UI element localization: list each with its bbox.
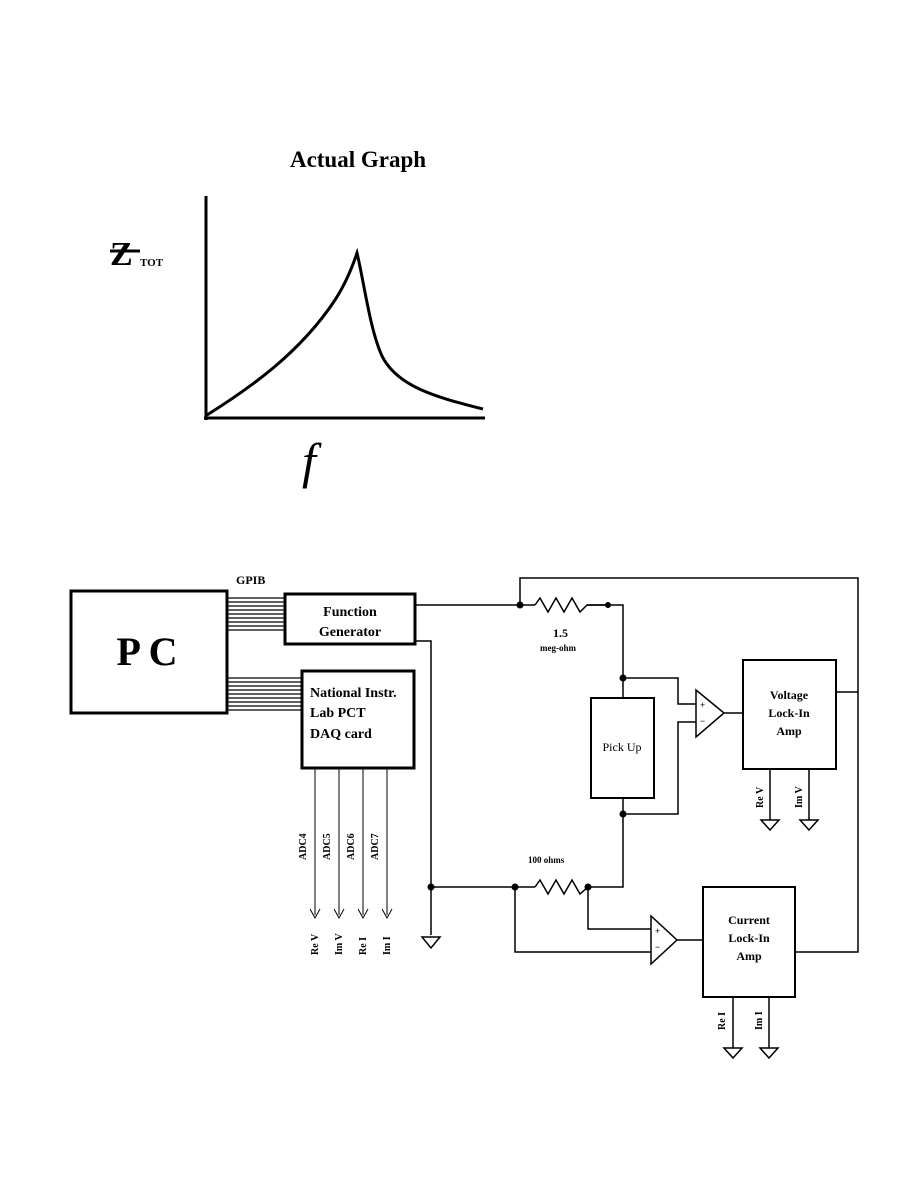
circuit-diagram: P C GPIB Function Generator bbox=[69, 573, 859, 1060]
voltage-output-re-v: Re V bbox=[755, 786, 766, 808]
resistor-bottom-label: 100 ohms bbox=[528, 855, 565, 865]
ground-im-v-icon bbox=[798, 819, 820, 832]
graph-curve bbox=[206, 247, 484, 417]
resistor-top-value: 1.5 bbox=[553, 626, 568, 640]
voltage-lockin-box bbox=[742, 659, 837, 770]
pickup-box bbox=[590, 697, 655, 799]
daq-card-label-2: Lab PCT bbox=[310, 706, 366, 721]
circuit-wires bbox=[415, 577, 859, 1048]
pickup-label: Pick Up bbox=[603, 740, 642, 754]
voltage-opamp: + − bbox=[695, 688, 726, 739]
junction-dots bbox=[427, 601, 627, 891]
adc-label-5: ADC5 bbox=[322, 833, 333, 860]
current-lockin-label-1: Current bbox=[728, 913, 770, 927]
graph-x-label: f bbox=[302, 433, 322, 489]
current-opamp-minus: − bbox=[655, 942, 660, 952]
graph-y-label-sub: TOT bbox=[140, 257, 164, 269]
adc-label-6: ADC6 bbox=[346, 833, 357, 860]
function-generator-block: Function Generator bbox=[283, 592, 417, 646]
daq-card-box bbox=[300, 669, 416, 770]
pickup-block: Pick Up bbox=[590, 697, 655, 799]
pc-block: P C bbox=[69, 589, 229, 715]
adc-label-4: ADC4 bbox=[298, 833, 309, 860]
resistor-bottom: 100 ohms bbox=[528, 855, 589, 896]
current-output-im-i: Im I bbox=[754, 1011, 765, 1030]
current-lockin-block: Current Lock-In Amp Re I Im I bbox=[702, 886, 796, 1030]
adc-channels: ADC4 ADC5 ADC6 ADC7 Re V Im V Re I Im I bbox=[298, 768, 393, 955]
gpib-label: GPIB bbox=[236, 573, 265, 587]
adc-signal-re-i: Re I bbox=[358, 937, 369, 955]
adc-signal-im-i: Im I bbox=[382, 936, 393, 955]
graph-y-label: Z TOT bbox=[110, 236, 164, 273]
ground-re-i-icon bbox=[722, 1047, 744, 1060]
pc-box bbox=[69, 589, 229, 715]
current-lockin-box bbox=[702, 886, 796, 998]
current-lockin-label-2: Lock-In bbox=[728, 931, 770, 945]
daq-bus bbox=[227, 677, 302, 711]
resistor-top-unit: meg-ohm bbox=[540, 643, 576, 653]
adc-label-7: ADC7 bbox=[370, 833, 381, 860]
pc-label: P C bbox=[116, 629, 177, 674]
impedance-graph: Actual Graph Z TOT f bbox=[110, 147, 485, 489]
current-opamp-plus: + bbox=[655, 926, 660, 936]
ground-symbols bbox=[420, 819, 820, 1060]
graph-y-label-main: Z bbox=[110, 236, 133, 273]
voltage-lockin-block: Voltage Lock-In Amp Re V Im V bbox=[742, 659, 837, 808]
current-output-re-i: Re I bbox=[717, 1012, 728, 1030]
voltage-output-im-v: Im V bbox=[794, 785, 805, 808]
current-lockin-label-3: Amp bbox=[736, 949, 762, 963]
function-generator-label-1: Function bbox=[323, 605, 377, 620]
function-generator-label-2: Generator bbox=[319, 625, 381, 640]
daq-card-block: National Instr. Lab PCT DAQ card bbox=[300, 669, 416, 770]
current-opamp: + − bbox=[650, 914, 679, 966]
daq-card-label-3: DAQ card bbox=[310, 727, 372, 742]
daq-card-label-1: National Instr. bbox=[310, 686, 397, 701]
adc-signal-re-v: Re V bbox=[310, 933, 321, 955]
graph-title: Actual Graph bbox=[290, 147, 426, 172]
ground-re-v-icon bbox=[759, 819, 781, 832]
voltage-lockin-label-3: Amp bbox=[776, 724, 802, 738]
ground-im-i-icon bbox=[758, 1047, 780, 1060]
ground-main-icon bbox=[420, 936, 442, 950]
gpib-bus: GPIB bbox=[227, 573, 285, 631]
adc-signal-im-v: Im V bbox=[334, 932, 345, 955]
voltage-opamp-minus: − bbox=[700, 716, 705, 726]
voltage-opamp-plus: + bbox=[700, 700, 705, 710]
function-generator-box bbox=[283, 592, 417, 646]
voltage-lockin-label-2: Lock-In bbox=[768, 706, 810, 720]
resistor-top: 1.5 meg-ohm bbox=[534, 596, 608, 653]
voltage-lockin-label-1: Voltage bbox=[770, 688, 809, 702]
